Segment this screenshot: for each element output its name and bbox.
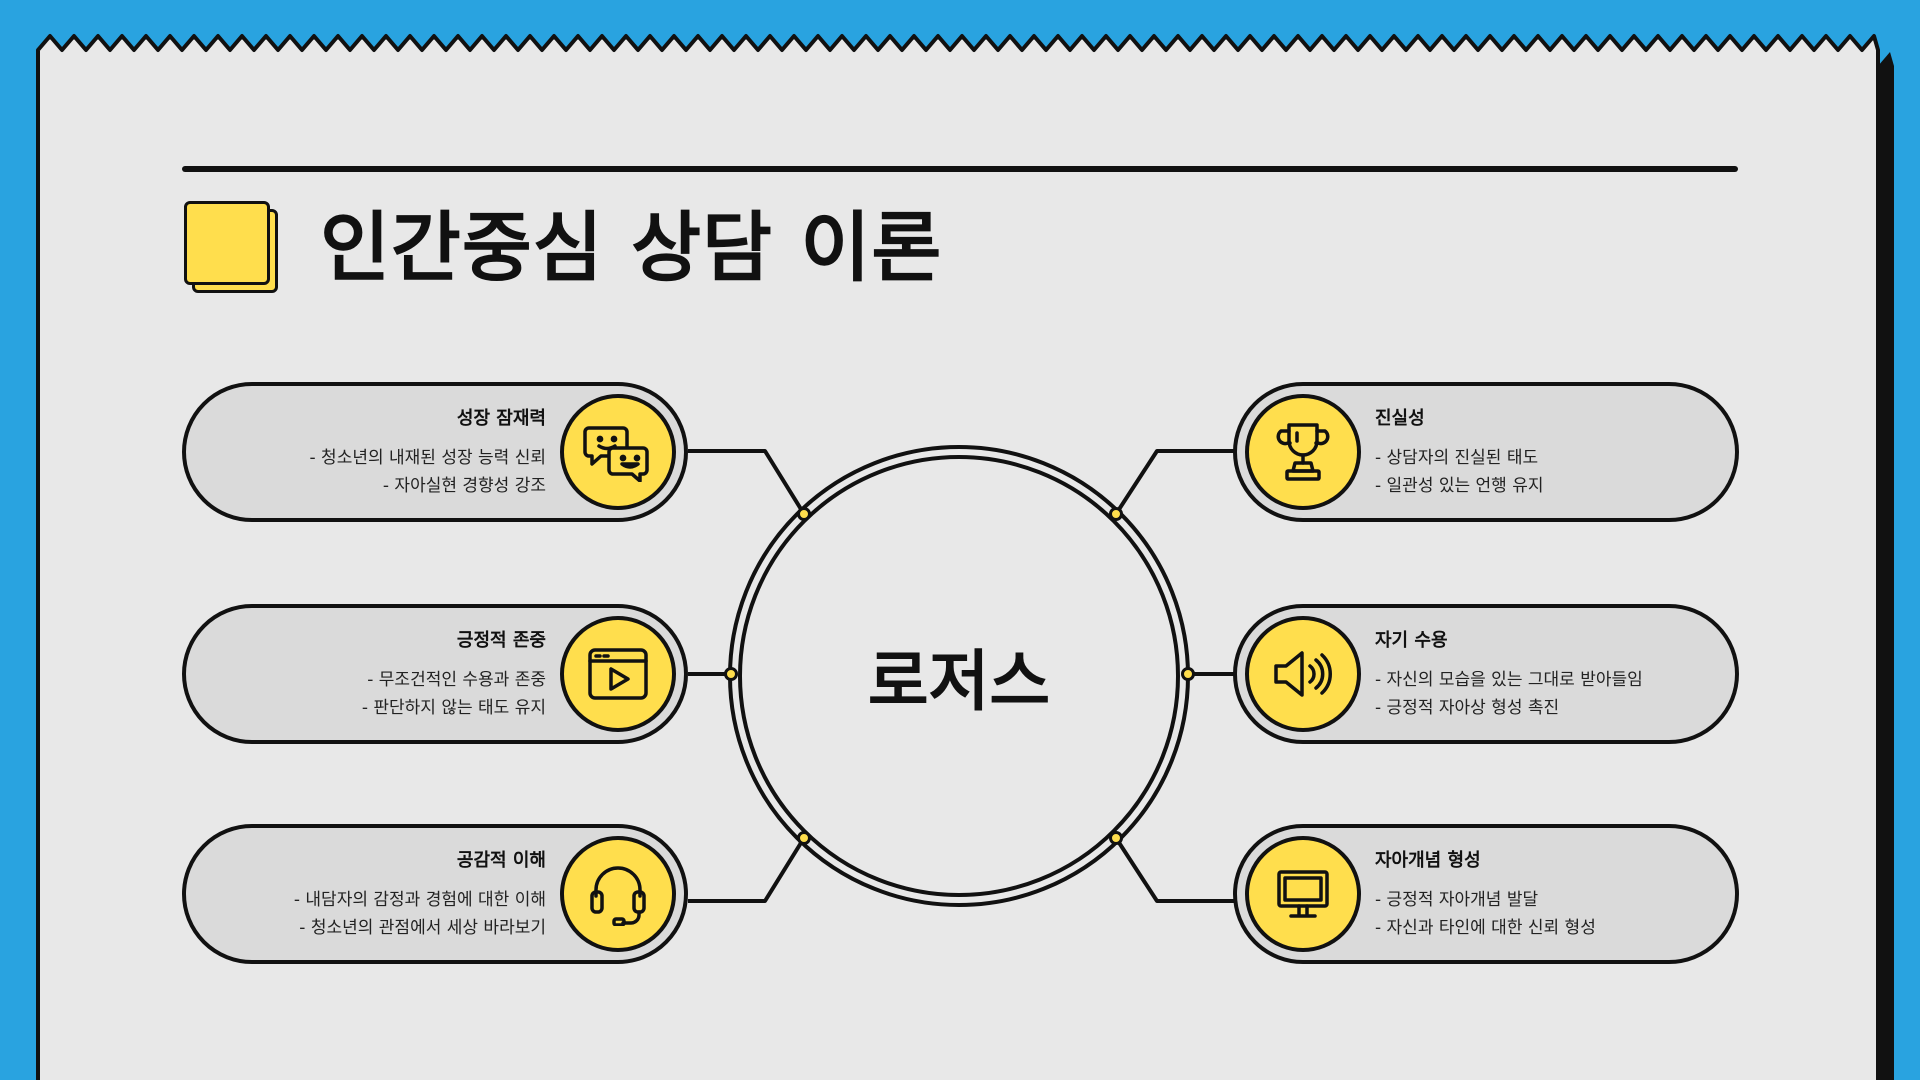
card-heading: 성장 잠재력 — [456, 408, 546, 429]
connector-left-3 — [688, 836, 806, 903]
card-line: - 긍정적 자아개념 발달 — [1375, 890, 1539, 910]
card-line: - 긍정적 자아상 형성 촉진 — [1375, 698, 1560, 718]
card-positive-regard: 긍정적 존중 - 무조건적인 수용과 존중 - 판단하지 않는 태도 유지 — [182, 604, 688, 744]
card-heading: 공감적 이해 — [456, 850, 546, 871]
card-heading: 자아개념 형성 — [1375, 850, 1481, 871]
card-growth-potential: 성장 잠재력 - 청소년의 내재된 성장 능력 신뢰 - 자아실현 경향성 강조 — [182, 382, 688, 522]
card-line: - 자신의 모습을 있는 그대로 받아들임 — [1375, 670, 1643, 690]
connector-dot — [1109, 831, 1123, 845]
card-heading: 진실성 — [1375, 408, 1425, 429]
connector-dot — [797, 831, 811, 845]
card-line: - 상담자의 진실된 태도 — [1375, 448, 1539, 468]
title-square-icon — [184, 201, 278, 293]
card-line: - 무조건적인 수용과 존중 — [367, 670, 546, 690]
card-self-concept: 자아개념 형성 - 긍정적 자아개념 발달 - 자신과 타인에 대한 신뢰 형성 — [1233, 824, 1739, 964]
connector-right-1 — [1114, 449, 1234, 516]
card-line: - 내담자의 감정과 경험에 대한 이해 — [293, 890, 546, 910]
card-line: - 판단하지 않는 태도 유지 — [361, 698, 546, 718]
video-player-icon — [560, 616, 676, 732]
card-heading: 자기 수용 — [1375, 630, 1448, 651]
headset-icon — [560, 836, 676, 952]
connector-dot — [1181, 667, 1195, 681]
card-self-acceptance: 자기 수용 - 자신의 모습을 있는 그대로 받아들임 - 긍정적 자아상 형성… — [1233, 604, 1739, 744]
card-heading: 긍정적 존중 — [456, 630, 546, 651]
connector-dot — [1109, 507, 1123, 521]
trophy-icon — [1245, 394, 1361, 510]
card-line: - 일관성 있는 언행 유지 — [1375, 476, 1544, 496]
card-empathic-understanding: 공감적 이해 - 내담자의 감정과 경험에 대한 이해 - 청소년의 관점에서 … — [182, 824, 688, 964]
connector-dot — [724, 667, 738, 681]
connector-right-3 — [1114, 836, 1234, 903]
card-line: - 자아실현 경향성 강조 — [382, 476, 546, 496]
card-line: - 청소년의 관점에서 세상 바라보기 — [299, 918, 546, 938]
card-line: - 자신과 타인에 대한 신뢰 형성 — [1375, 918, 1596, 938]
card-genuineness: 진실성 - 상담자의 진실된 태도 - 일관성 있는 언행 유지 — [1233, 382, 1739, 522]
title-rule — [182, 166, 1738, 172]
connector-left-1 — [688, 449, 806, 516]
center-label: 로저스 — [867, 643, 1051, 720]
page-title: 인간중심 상담 이론 — [320, 203, 943, 292]
center-circle-inner — [738, 455, 1180, 897]
card-line: - 청소년의 내재된 성장 능력 신뢰 — [309, 448, 546, 468]
speaker-icon — [1245, 616, 1361, 732]
monitor-icon — [1245, 836, 1361, 952]
chat-icon — [560, 394, 676, 510]
connector-dot — [797, 507, 811, 521]
